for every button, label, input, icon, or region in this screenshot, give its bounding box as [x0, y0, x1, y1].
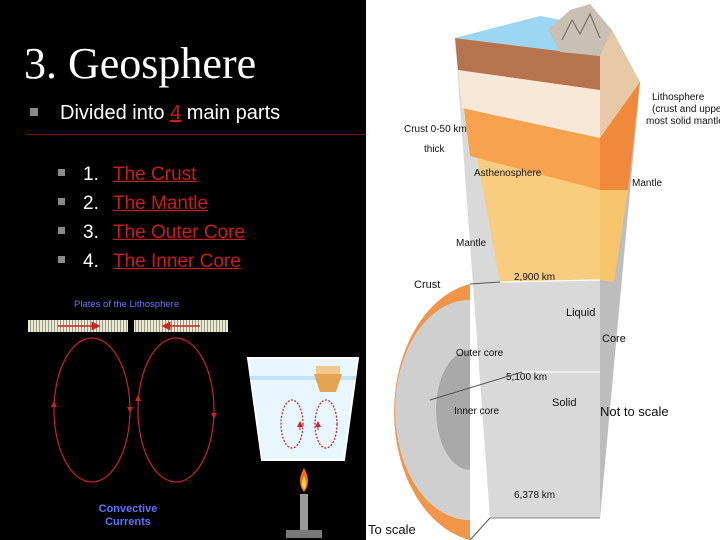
bullet-square-icon	[58, 198, 65, 206]
bullet-square-icon	[58, 169, 65, 177]
wedge-crust	[455, 38, 600, 90]
globe-inner-core	[436, 350, 470, 470]
label-mantle: Mantle	[632, 178, 662, 189]
label-asthenosphere: Asthenosphere	[474, 168, 542, 179]
label-outer-core: Outer core	[456, 348, 504, 359]
part-link-crust[interactable]: The Crust	[113, 164, 197, 185]
list-item: 4.The Inner Core	[58, 247, 245, 276]
list-item: 3.The Outer Core	[58, 218, 245, 247]
list-item: 1.The Crust	[58, 160, 245, 189]
slide-title: 3. Geosphere	[24, 39, 257, 88]
parts-list: 1.The Crust 2.The Mantle 3.The Outer Cor…	[58, 160, 245, 276]
parts-count: 4	[170, 102, 182, 124]
label-lithosphere-detail: (crust and upper-	[652, 104, 720, 115]
bullet-square-icon	[30, 107, 38, 116]
main-bullet: Divided into 4 main parts	[30, 100, 280, 126]
label-depth-6378: 6,378 km	[514, 490, 555, 501]
label-to-scale: To scale	[368, 522, 416, 537]
cork-block	[314, 374, 342, 392]
label-liquid: Liquid	[566, 307, 595, 319]
label-solid: Solid	[552, 397, 576, 409]
burner	[300, 494, 308, 532]
label-depth-5100: 5,100 km	[506, 372, 547, 383]
convection-caption-line2: Currents	[105, 516, 151, 528]
part-link-mantle[interactable]: The Mantle	[113, 193, 209, 214]
label-lithosphere-detail: most solid mantle)	[646, 116, 720, 127]
title-divider	[26, 134, 371, 135]
label-lithosphere: Lithosphere	[652, 92, 705, 103]
part-link-outer-core[interactable]: The Outer Core	[113, 222, 245, 243]
bullet-suffix: main parts	[186, 102, 281, 124]
bullet-square-icon	[58, 256, 65, 264]
label-inner-core: Inner core	[454, 406, 499, 417]
label-mantle: Mantle	[456, 238, 486, 249]
label-not-to-scale: Not to scale	[600, 404, 669, 419]
label-crust: Crust	[414, 279, 440, 291]
beaker-current-left	[280, 399, 304, 449]
label-depth-2900: 2,900 km	[514, 272, 555, 283]
label-crust-thickness: Crust 0-50 km	[404, 124, 467, 135]
bullet-square-icon	[58, 227, 65, 235]
plates-label: Plates of the Lithosphere	[74, 299, 179, 310]
list-item: 2.The Mantle	[58, 189, 245, 218]
label-core: Core	[602, 333, 626, 345]
part-link-inner-core[interactable]: The Inner Core	[113, 251, 241, 272]
globe-outer-core	[395, 300, 470, 520]
bullet-prefix: Divided into	[60, 102, 165, 124]
convection-caption-line1: Convective	[99, 503, 158, 515]
label-crust-thickness: thick	[424, 144, 446, 155]
wedge-mountains	[548, 4, 612, 56]
